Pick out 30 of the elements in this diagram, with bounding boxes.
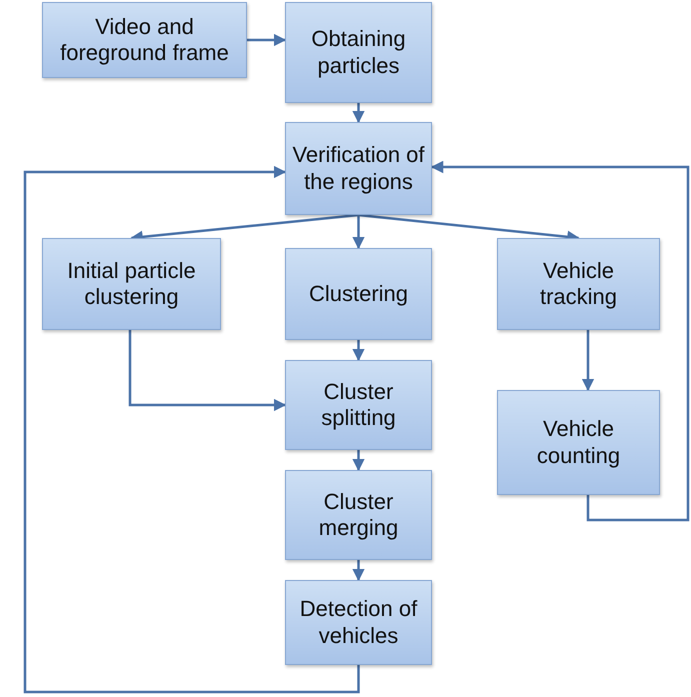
process-box (285, 248, 432, 340)
box-label: Cluster splitting (320, 378, 397, 432)
box-label: Detection of vehicles (298, 596, 418, 649)
arrow (352, 560, 365, 582)
arrow (352, 103, 365, 124)
box-label: Vehicle tracking (538, 258, 618, 310)
process-box (285, 122, 432, 215)
arrow (582, 330, 594, 392)
arrow (24, 166, 360, 694)
process-box (497, 238, 660, 330)
arrow (247, 34, 286, 46)
box-label: Video and foreground frame (59, 14, 230, 66)
arrow (352, 215, 365, 250)
arrow (128, 330, 286, 412)
arrow (430, 160, 690, 522)
process-box (285, 2, 432, 103)
arrow (352, 450, 365, 472)
process-box (42, 238, 221, 330)
box-label: Verification of the regions (291, 142, 426, 195)
box-label: Obtaining particles (310, 26, 407, 79)
process-box (42, 2, 247, 78)
process-box (285, 470, 432, 560)
box-label: Initial particle clustering (66, 258, 197, 310)
box-label: Cluster merging (318, 488, 400, 542)
process-box (497, 390, 660, 495)
process-box (285, 580, 432, 665)
process-box (285, 360, 432, 450)
arrow (352, 340, 365, 362)
box-label: Vehicle counting (536, 416, 622, 469)
box-label: Clustering (308, 280, 408, 308)
